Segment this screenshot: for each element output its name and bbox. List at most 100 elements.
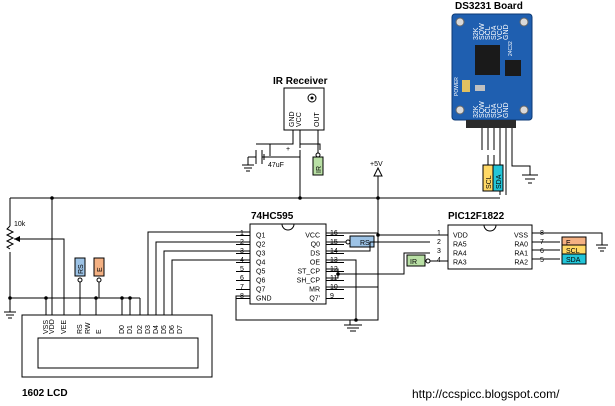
sr-pin-q4: Q4 <box>256 260 265 267</box>
lcd-pin-d3: D3 <box>145 325 152 334</box>
lcd-pin-d2: D2 <box>137 325 144 334</box>
sr-pin-gnd: GND <box>256 296 272 303</box>
ir-pin-vcc: VCC <box>296 112 303 127</box>
lcd-pin-d1: D1 <box>127 325 134 334</box>
rtc-top-pin-vcc: VCC <box>497 25 504 40</box>
cap-plus-sign: + <box>286 146 290 153</box>
mcu-pin-ra0: RA0 <box>514 242 528 249</box>
sr-pin-q7: Q7' <box>309 296 320 303</box>
sr-pin-q1: Q1 <box>256 233 265 240</box>
lcd-pin-d7: D7 <box>177 325 184 334</box>
sda-tag-mcu <box>561 253 587 265</box>
rs-tag-lcd <box>74 257 86 277</box>
e-tag-lcd <box>93 257 105 277</box>
sda-tag-mcu-label: SDA <box>566 257 581 264</box>
lcd-pin-d6: D6 <box>169 325 176 334</box>
sda-tag-rtc-label: SDA <box>496 174 503 189</box>
ir-pin-gnd: GND <box>289 111 296 127</box>
sr-pin-shcp: SH_CP <box>297 278 321 285</box>
mcu-pin-num-1: 1 <box>437 230 441 237</box>
lcd-pin-rw: RW <box>85 322 92 334</box>
rtc-eeprom-label: 24C32 <box>508 41 514 56</box>
rtc-bottom-pin-sda: SDA <box>491 103 498 118</box>
rtc-bottom-pin-32k: 32K <box>473 105 480 118</box>
sr-pin-num-5: 5 <box>240 266 244 273</box>
vcc-label: +5V <box>370 161 383 168</box>
lcd-pin-vdd: VDD <box>49 319 56 334</box>
sr-pin-stcp: ST_CP <box>297 269 320 276</box>
rtc-bottom-pin-sqw: SQW <box>479 101 486 118</box>
sr-pin-num-2: 2 <box>240 239 244 246</box>
lcd-pin-vss: VSS <box>43 320 50 334</box>
scl-tag-rtc-label: SCL <box>486 175 493 189</box>
mcu-pin-ra3: RA3 <box>453 260 467 267</box>
mcu-title: PIC12F1822 <box>448 211 505 222</box>
rtc-bottom-pin-scl: SCL <box>485 104 492 118</box>
sr-pin-oe: OE <box>310 260 320 267</box>
e-tag-lcd-label: E <box>97 267 104 272</box>
ir-tag-mcu-label: IR <box>410 259 417 266</box>
sda-tag-rtc <box>492 164 504 192</box>
source-url: http://ccspicc.blogspot.com/ <box>412 387 560 401</box>
mcu-pin-num-6: 6 <box>540 248 544 255</box>
lcd-pin-d0: D0 <box>119 325 126 334</box>
e-tag-mcu-label: E <box>566 240 571 247</box>
mcu-pin-ra4: RA4 <box>453 251 467 258</box>
sr-pin-q6: Q6 <box>256 278 265 285</box>
rtc-top-pin-sda: SDA <box>491 25 498 40</box>
mcu-pin-num-3: 3 <box>437 248 441 255</box>
rs-tag-lcd-label: RS <box>78 264 85 274</box>
mcu-pin-num-5: 5 <box>540 257 544 264</box>
scl-tag-mcu-label: SCL <box>566 248 580 255</box>
ir-tag-receiver-label: IR <box>316 166 323 173</box>
sr-pin-q5: Q5 <box>256 269 265 276</box>
ir-receiver-title: IR Receiver <box>273 76 328 87</box>
ir-pin-out: OUT <box>314 112 321 128</box>
sr-pin-num-9: 9 <box>330 293 334 300</box>
sr-pin-vcc: VCC <box>305 233 320 240</box>
sr-pin-num-3: 3 <box>240 248 244 255</box>
rtc-power-label: POWER <box>454 77 460 96</box>
sr-pin-mr: MR <box>309 287 320 294</box>
sr-pin-q3: Q3 <box>256 251 265 258</box>
sr-title: 74HC595 <box>251 211 294 222</box>
mcu-pin-ra1: RA1 <box>514 251 528 258</box>
rtc-top-pin-32k: 32K <box>473 27 480 40</box>
rtc-top-pin-gnd: GND <box>503 24 510 40</box>
rtc-board-title: DS3231 Board <box>455 1 523 12</box>
mcu-pin-vdd: VDD <box>453 233 468 240</box>
sr-pin-num-6: 6 <box>240 275 244 282</box>
mcu-pin-ra2: RA2 <box>514 260 528 267</box>
sr-pin-q7: Q7 <box>256 287 265 294</box>
mcu-pin-ra5: RA5 <box>453 242 467 249</box>
potentiometer <box>5 225 15 250</box>
lcd-pin-d4: D4 <box>153 325 160 334</box>
sr-pin-num-1: 1 <box>240 230 244 237</box>
pot-value: 10k <box>14 221 26 228</box>
lcd-pin-d5: D5 <box>161 325 168 334</box>
lcd-pin-e: E <box>96 329 103 334</box>
mcu-pin-vss: VSS <box>514 233 528 240</box>
ir-tag-mcu <box>406 254 426 267</box>
vcc-arrow <box>373 166 383 177</box>
rtc-top-pin-scl: SCL <box>485 26 492 40</box>
lcd-pin-rs: RS <box>77 324 84 334</box>
sr-pin-ds: DS <box>310 251 320 258</box>
rtc-bottom-pin-gnd: GND <box>503 102 510 118</box>
sr-pin-q0: Q0 <box>311 242 320 249</box>
lcd-title: 1602 LCD <box>22 388 68 399</box>
rtc-top-pin-sqw: SQW <box>479 23 486 40</box>
sr-pin-num-7: 7 <box>240 284 244 291</box>
sr-pin-num-4: 4 <box>240 257 244 264</box>
rtc-bottom-pin-vcc: VCC <box>497 103 504 118</box>
sr-pin-q2: Q2 <box>256 242 265 249</box>
lcd-pin-vee: VEE <box>61 320 68 334</box>
cap-value: 47uF <box>268 162 284 169</box>
mcu-pin-num-2: 2 <box>437 239 441 246</box>
